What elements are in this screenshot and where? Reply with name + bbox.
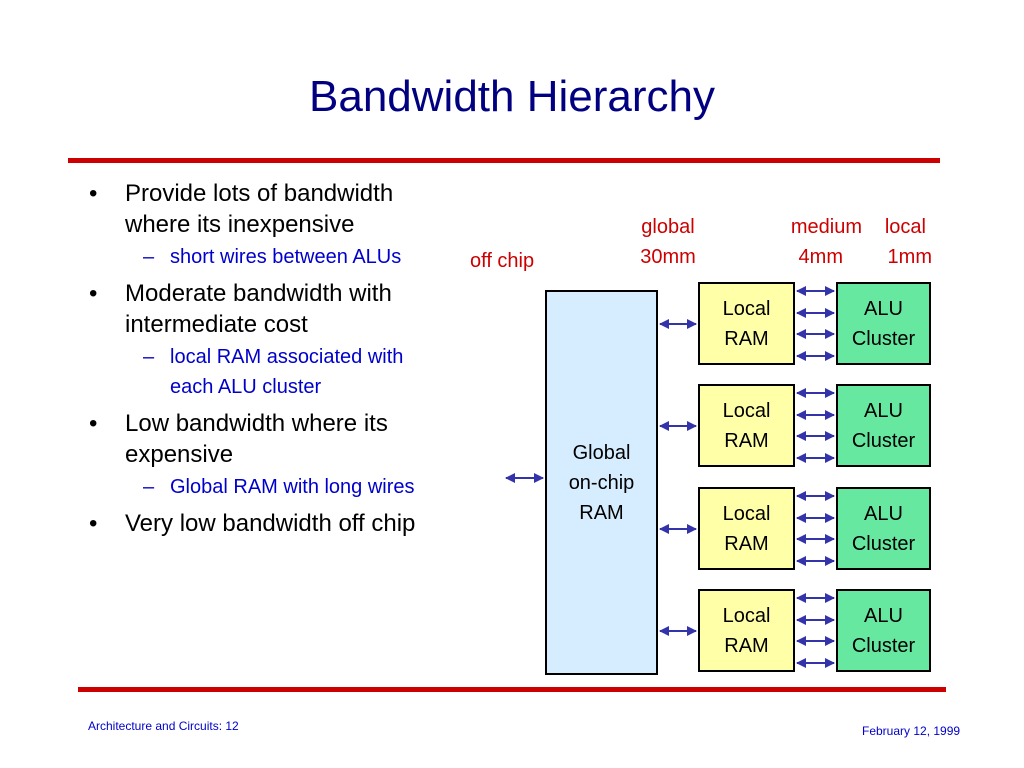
bullet-text: Very low bandwidth off chip xyxy=(125,510,416,537)
local-ram-line: RAM xyxy=(724,327,769,350)
bullet-text: where its inexpensive xyxy=(125,211,355,238)
sub-bullet-text: Global RAM with long wires xyxy=(170,476,415,498)
global-ram-line: on-chip xyxy=(568,471,635,494)
bullet-item: • Very low bandwidth off chip xyxy=(86,508,496,539)
bullet-dot-icon: • xyxy=(89,280,98,307)
bullet-text: expensive xyxy=(125,441,234,468)
bullet-item: • Low bandwidth where its expensive –Globa… xyxy=(86,408,496,502)
local-label: local xyxy=(884,216,926,238)
alu-cluster-line: ALU xyxy=(864,297,903,320)
local-ram-line: RAM xyxy=(724,634,769,657)
off-chip-label: off chip xyxy=(470,250,535,272)
alu-cluster-block: ALU Cluster xyxy=(836,384,931,467)
medium-distance-label: medium 4mm xyxy=(766,212,862,272)
bottom-divider xyxy=(78,687,946,692)
alu-cluster-line: Cluster xyxy=(851,532,916,555)
alu-cluster-line: Cluster xyxy=(851,429,916,452)
bullet-dot-icon: • xyxy=(89,510,98,537)
alu-cluster-line: Cluster xyxy=(851,327,916,350)
alu-cluster-line: ALU xyxy=(864,502,903,525)
alu-cluster-line: ALU xyxy=(864,604,903,627)
global-distance-label: global 30mm xyxy=(628,212,708,272)
sub-bullet-text: short wires between ALUs xyxy=(170,246,402,268)
bullet-text: Provide lots of bandwidth xyxy=(125,180,394,207)
local-ram-line: Local xyxy=(722,502,771,525)
local-distance-label: local 1mm xyxy=(866,212,932,272)
global-on-chip-ram-block: Global on-chip RAM xyxy=(545,290,658,675)
alu-cluster-line: ALU xyxy=(864,399,903,422)
footer-date: February 12, 1999 xyxy=(862,724,961,738)
bullet-dot-icon: • xyxy=(89,180,98,207)
local-ram-line: Local xyxy=(722,399,771,422)
local-ram-line: Local xyxy=(722,297,771,320)
alu-cluster-line: Cluster xyxy=(851,634,916,657)
bullet-text: Low bandwidth where its xyxy=(125,410,388,437)
alu-cluster-block: ALU Cluster xyxy=(836,487,931,570)
sub-bullet-dash-icon: – xyxy=(143,346,155,368)
sub-bullet-text: each ALU cluster xyxy=(170,376,322,398)
global-length-label: 30mm xyxy=(640,246,696,268)
sub-bullet-dash-icon: – xyxy=(143,246,155,268)
footer-left-text: Architecture and Circuits: 12 xyxy=(88,719,239,733)
local-ram-line: RAM xyxy=(724,532,769,555)
bullet-text: Moderate bandwidth with xyxy=(125,280,392,307)
alu-cluster-block: ALU Cluster xyxy=(836,589,931,672)
medium-label: medium xyxy=(790,216,862,238)
local-ram-line: Local xyxy=(722,604,771,627)
medium-length-label: 4mm xyxy=(798,246,843,268)
slide-title: Bandwidth Hierarchy xyxy=(309,72,715,121)
sub-bullet-text: local RAM associated with xyxy=(170,346,404,368)
local-length-label: 1mm xyxy=(887,246,932,268)
bullet-text: intermediate cost xyxy=(125,311,308,338)
alu-cluster-block: ALU Cluster xyxy=(836,282,931,365)
global-label: global xyxy=(641,216,695,238)
global-ram-line: Global xyxy=(572,441,631,464)
sub-bullet-dash-icon: – xyxy=(143,476,155,498)
global-ram-line: RAM xyxy=(579,501,624,524)
bullet-item: • Moderate bandwidth with intermediate cos… xyxy=(86,278,496,402)
top-divider xyxy=(68,158,940,163)
bullet-list: • Provide lots of bandwidth where its inex… xyxy=(86,178,496,539)
bullet-item: • Provide lots of bandwidth where its inex… xyxy=(86,178,496,272)
bullet-dot-icon: • xyxy=(89,410,98,437)
local-ram-line: RAM xyxy=(724,429,769,452)
